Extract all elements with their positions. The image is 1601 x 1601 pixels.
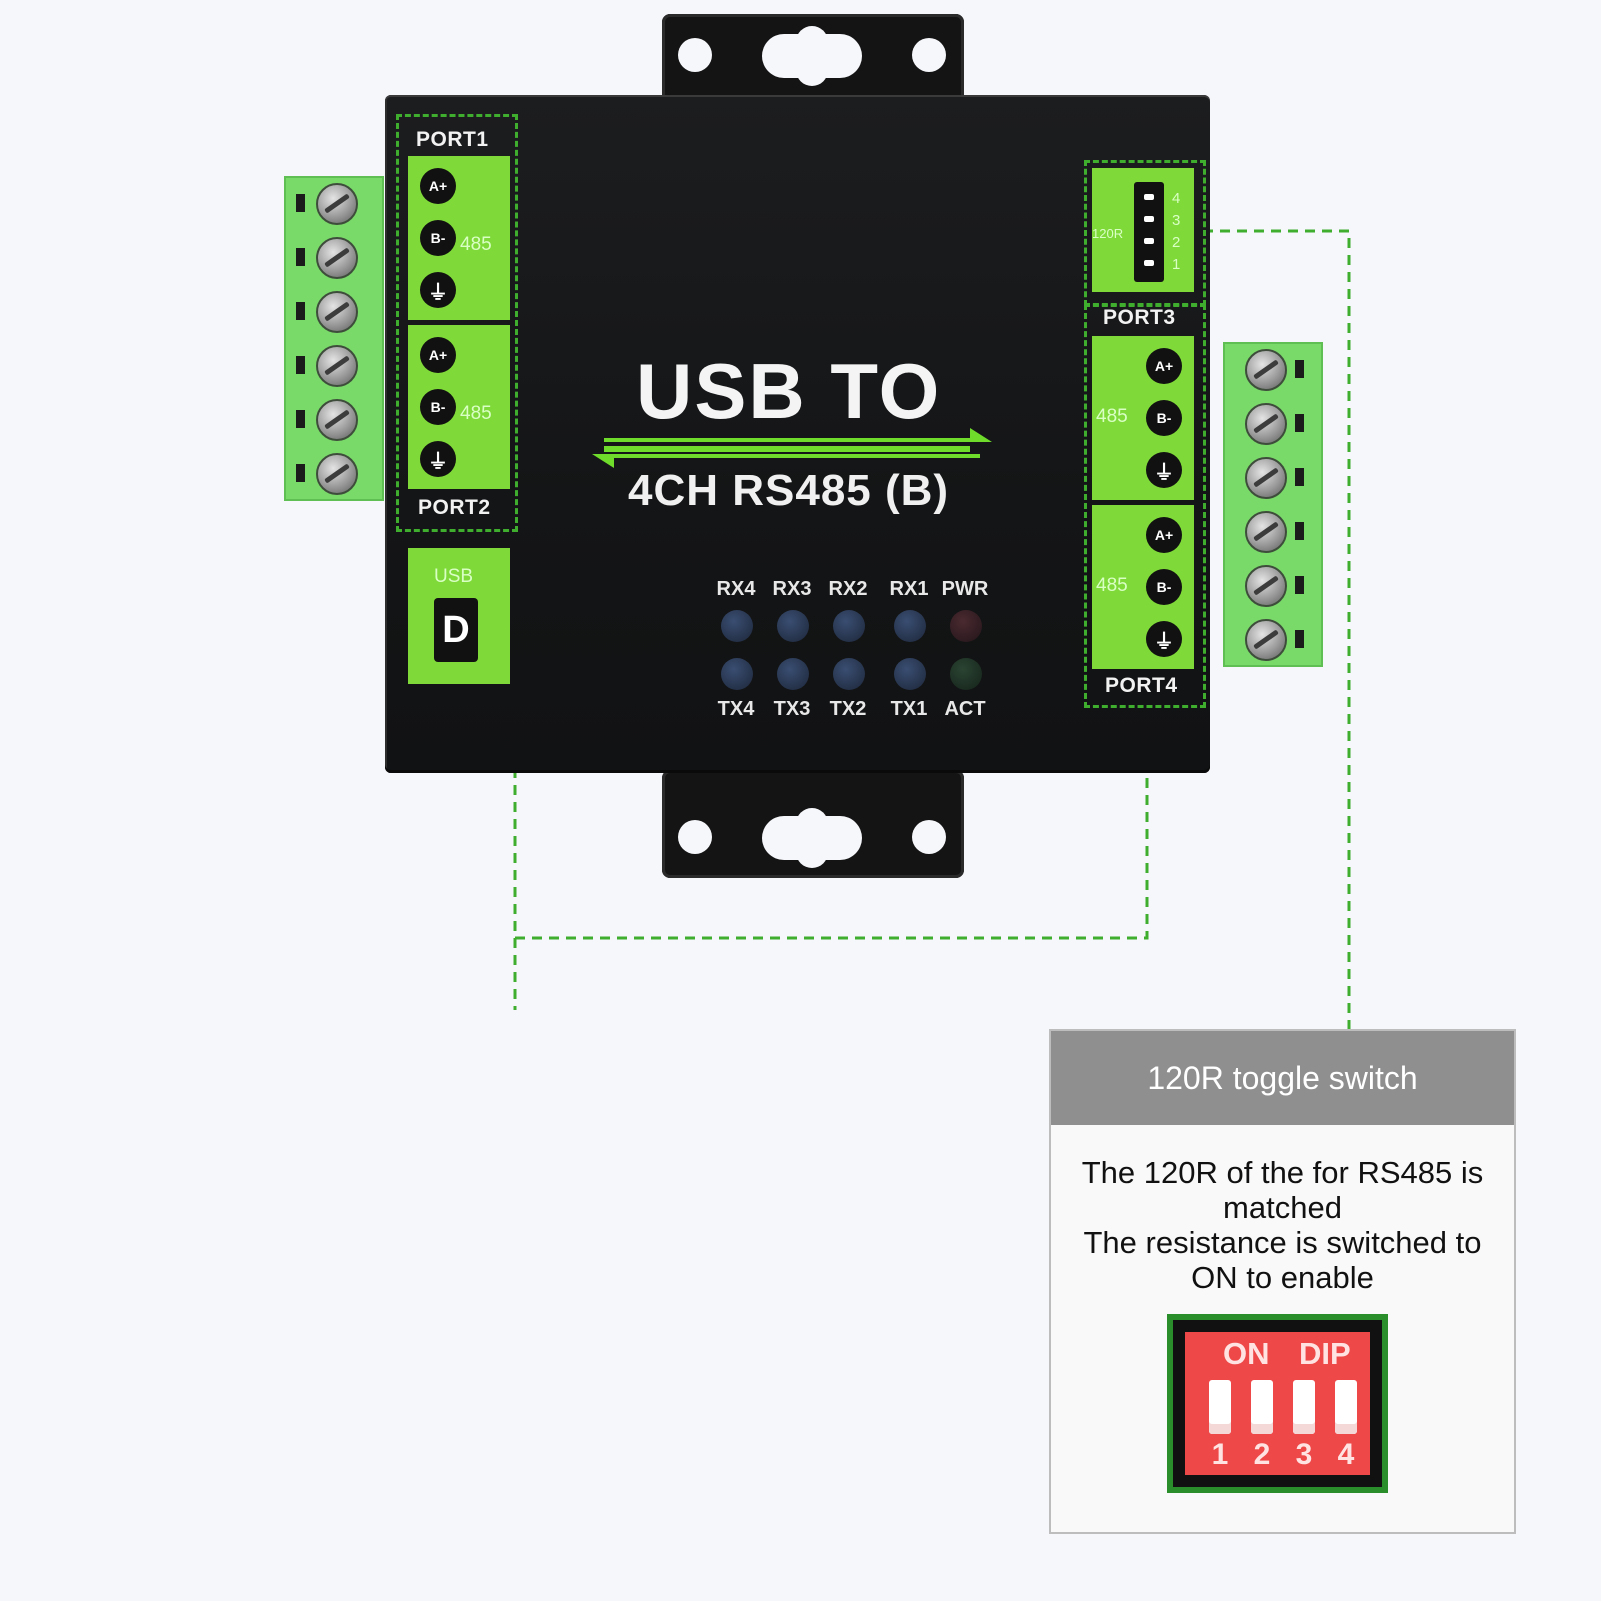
usb-port[interactable]: D — [434, 598, 478, 662]
terminal-screw[interactable] — [1245, 511, 1287, 553]
led-label-act: ACT — [944, 698, 986, 720]
port2-panel: A+ B- ⏚ 485 — [408, 325, 510, 489]
usb-panel: USB D — [408, 548, 510, 684]
led-label-pwr: PWR — [941, 578, 989, 600]
port4-485-label: 485 — [1096, 575, 1128, 596]
port4-panel: A+ B- ⏚ 485 — [1092, 505, 1194, 669]
callout-line: The 120R of the for RS485 is — [1081, 1155, 1484, 1190]
led-act — [950, 658, 982, 690]
left-terminal-block — [284, 176, 384, 501]
dip-switch-1[interactable] — [1209, 1380, 1231, 1434]
terminal-screw[interactable] — [1245, 403, 1287, 445]
port3-b-minus: B- — [1146, 400, 1182, 436]
right-ports-highlight — [1084, 304, 1206, 708]
terminal-screw[interactable] — [316, 237, 358, 279]
port1-label: PORT1 — [416, 128, 489, 151]
terminal-screw[interactable] — [1245, 349, 1287, 391]
port4-ground-icon: ⏚ — [1146, 621, 1182, 657]
dip-dip-label: DIP — [1299, 1336, 1351, 1371]
port4-b-minus: B- — [1146, 569, 1182, 605]
dip-number: 2 — [1253, 1438, 1271, 1471]
port2-a-plus: A+ — [420, 337, 456, 373]
port2-485-label: 485 — [460, 403, 492, 424]
port2-b-minus: B- — [420, 389, 456, 425]
switch-tag: 120R — [1092, 226, 1124, 241]
port2-ground-icon: ⏚ — [420, 441, 456, 477]
right-terminal-block — [1223, 342, 1323, 667]
port3-485-label: 485 — [1096, 406, 1128, 427]
port3-label: PORT3 — [1103, 306, 1176, 329]
led-label-rx2: RX2 — [828, 578, 868, 600]
bottom-mounting-tab — [662, 770, 964, 878]
led-rx2 — [833, 610, 865, 642]
port3-ground-icon: ⏚ — [1146, 452, 1182, 488]
dip-switch-illustration: ON DIP 1 2 3 4 — [1167, 1314, 1388, 1493]
led-rx1 — [894, 610, 926, 642]
dip-switch-4[interactable] — [1335, 1380, 1357, 1434]
device-title-line2: 4CH RS485 (B) — [628, 466, 950, 515]
usb-connector-icon: D — [442, 608, 470, 651]
dip-number: 1 — [1211, 1438, 1229, 1471]
led-label-tx3: TX3 — [773, 698, 811, 720]
port1-ground-icon: ⏚ — [420, 272, 456, 308]
led-label-tx1: TX1 — [890, 698, 928, 720]
dip-switch-3[interactable] — [1293, 1380, 1315, 1434]
device-title-line1: USB TO — [636, 347, 942, 435]
switch-number: 1 — [1172, 256, 1181, 273]
port1-b-minus: B- — [420, 220, 456, 256]
callout-line: matched — [1223, 1190, 1342, 1225]
led-tx1 — [894, 658, 926, 690]
onboard-dip-switch[interactable] — [1134, 182, 1164, 282]
terminal-screw[interactable] — [316, 345, 358, 387]
port4-label: PORT4 — [1105, 674, 1178, 697]
led-tx4 — [721, 658, 753, 690]
dip-on-label: ON — [1223, 1336, 1270, 1371]
port3-panel: A+ B- ⏚ 485 — [1092, 336, 1194, 500]
port1-panel: A+ B- ⏚ 485 — [408, 156, 510, 320]
dip-number: 4 — [1337, 1438, 1355, 1471]
terminal-screw[interactable] — [1245, 619, 1287, 661]
top-mounting-tab — [662, 14, 964, 104]
led-rx4 — [721, 610, 753, 642]
port1-a-plus: A+ — [420, 168, 456, 204]
led-tx3 — [777, 658, 809, 690]
led-label-rx3: RX3 — [772, 578, 812, 600]
usb-label: USB — [434, 566, 474, 587]
terminal-screw[interactable] — [1245, 565, 1287, 607]
led-label-tx2: TX2 — [829, 698, 867, 720]
switch-number: 4 — [1172, 190, 1181, 207]
switch-number: 2 — [1172, 234, 1181, 251]
led-tx2 — [833, 658, 865, 690]
led-pwr — [950, 610, 982, 642]
terminal-screw[interactable] — [1245, 457, 1287, 499]
port1-485-label: 485 — [460, 234, 492, 255]
led-rx3 — [777, 610, 809, 642]
port3-a-plus: A+ — [1146, 348, 1182, 384]
terminal-screw[interactable] — [316, 183, 358, 225]
terminal-screw[interactable] — [316, 453, 358, 495]
led-label-rx4: RX4 — [716, 578, 756, 600]
left-ports-highlight — [396, 114, 518, 532]
callout-line: The resistance is switched to — [1083, 1225, 1482, 1260]
terminal-screw[interactable] — [316, 291, 358, 333]
port4-a-plus: A+ — [1146, 517, 1182, 553]
switch-panel: 120R 4 3 2 1 — [1092, 168, 1194, 292]
port2-label: PORT2 — [418, 496, 491, 519]
dip-number: 3 — [1295, 1438, 1313, 1471]
led-label-rx1: RX1 — [889, 578, 929, 600]
terminal-screw[interactable] — [316, 399, 358, 441]
callout-line: ON to enable — [1191, 1260, 1374, 1295]
callout-header: 120R toggle switch — [1051, 1031, 1514, 1125]
led-label-tx4: TX4 — [717, 698, 755, 720]
switch-number: 3 — [1172, 212, 1181, 229]
bidirectional-arrow-icon — [592, 428, 992, 468]
dip-switch-2[interactable] — [1251, 1380, 1273, 1434]
callout-description: The 120R of the for RS485 is matched The… — [1061, 1155, 1504, 1295]
